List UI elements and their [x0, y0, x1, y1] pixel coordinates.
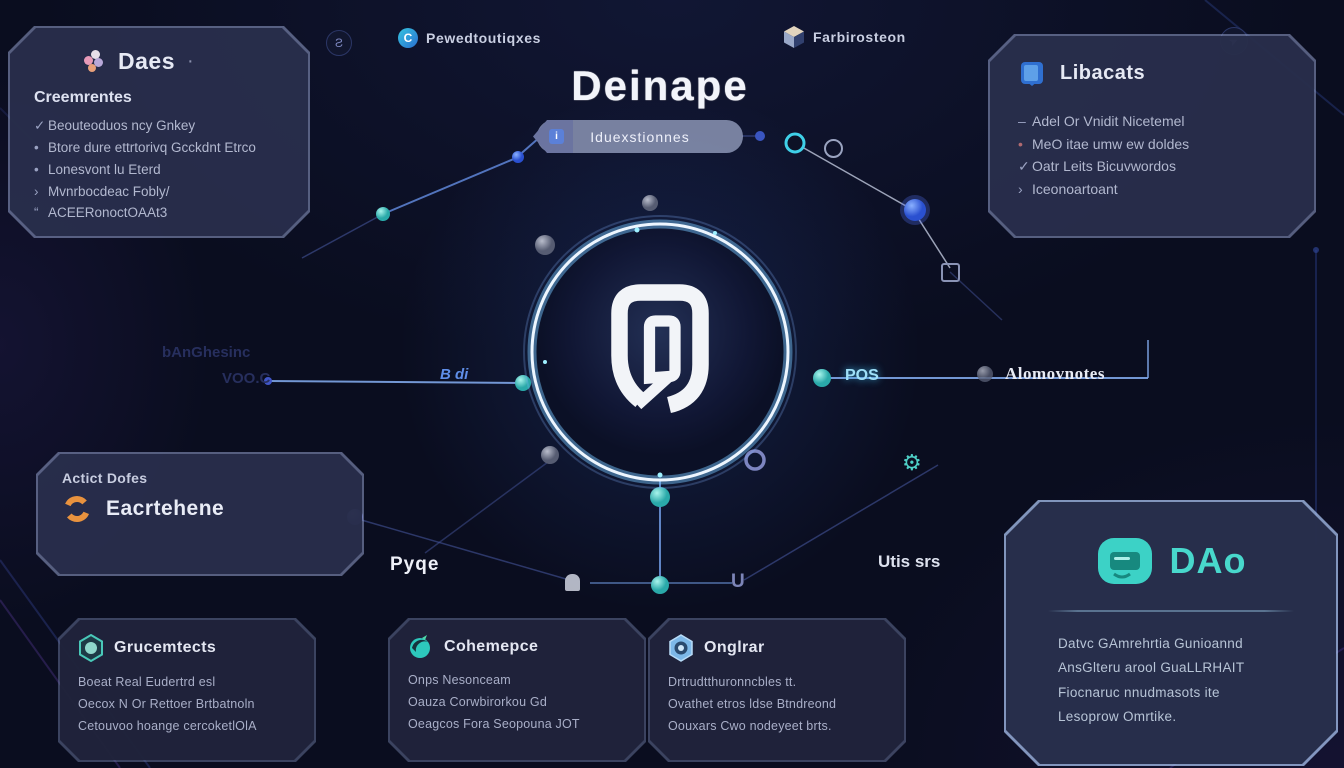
chain-icon: C	[398, 28, 418, 48]
chain-label: Pewedtoutiqxes	[426, 30, 541, 46]
faint-label-banghesinc: bAnGhesinc	[162, 344, 251, 361]
exchange-eyebrow: Actict Dofes	[62, 470, 148, 486]
list-item: •Btore dure ettrtorivq Gcckdnt Etrco	[34, 139, 256, 155]
list-item: ✓Beouteoduos ncy Gnkey	[34, 118, 196, 133]
dao-line: AnsGlteru arool GuaLLRHAIT	[1058, 660, 1245, 676]
grucem-line: Boeat Real Eudertrd esl	[78, 675, 216, 689]
s-badge-glyph: Ƨ	[334, 36, 343, 50]
grucem-title: Grucemtects	[114, 639, 217, 656]
dao-divider	[1048, 610, 1294, 612]
list-item: ›Iceonoartoant	[1018, 181, 1118, 198]
panel-exchange: Actict Dofes Eacrtehene	[36, 452, 364, 576]
daes-title-dot: ·	[186, 50, 194, 72]
panel-onglrar: Onglrar Drtrudtthuronncbles tt. Ovathet …	[648, 618, 906, 762]
cohem-line: Onps Nesonceam	[408, 673, 511, 687]
cohem-title: Cohemepce	[444, 638, 539, 655]
label-pos: POS	[845, 367, 879, 384]
exchange-title: Eacrtehene	[106, 497, 225, 520]
panel-dao: DAo Datvc GAmrehrtia Gunioannd AnsGlteru…	[1004, 500, 1338, 766]
label-utis: Utis srs	[878, 552, 941, 571]
dao-line: Datvc GAmrehrtia Gunioannd	[1058, 636, 1243, 651]
hub-logo-glyph	[611, 284, 709, 414]
s-badge[interactable]: Ƨ	[326, 30, 352, 56]
list-item: “ACEERonoctOAAt3	[34, 205, 168, 221]
panel-cohem: Cohemepce Onps Nesonceam Oauza Corwbiror…	[388, 618, 646, 762]
bird-icon	[408, 634, 434, 660]
onglrar-title: Onglrar	[704, 639, 765, 656]
chip-icon	[941, 263, 960, 282]
panel-libacats: Libacats –Adel Or Vnidit Nicetemel •MeO …	[988, 34, 1316, 238]
block-header-item: Farbirosteon	[784, 26, 906, 48]
dao-title: DAo	[1169, 540, 1247, 581]
cohem-line: Oauza Corwbirorkou Gd	[408, 694, 547, 709]
cohem-line: Oeagcos Fora Seopouna JOT	[408, 716, 580, 731]
label-b-di: B di	[440, 366, 469, 383]
list-item: ✓Oatr Leits Bicuvwordos	[1018, 158, 1176, 175]
chain-header-item: C Pewedtoutiqxes	[398, 28, 541, 48]
dao-line: Lesoprow Omrtike.	[1058, 708, 1177, 724]
info-icon: i	[549, 129, 564, 144]
compass-icon	[824, 139, 843, 158]
grucem-line: Oecox N Or Rettoer Brtbatnoln	[78, 696, 255, 711]
u-hook-icon: U	[731, 571, 745, 592]
label-pyqe: Pyqe	[390, 554, 440, 575]
onglrar-line: Drtrudtthuronncbles tt.	[668, 675, 797, 689]
panel-daes: Daes · Creemrentes ✓Beouteoduos ncy Gnke…	[8, 26, 310, 238]
block-label: Farbirosteon	[813, 29, 906, 45]
book-icon	[1018, 58, 1048, 88]
panel-libacats-title: Libacats	[1060, 61, 1146, 84]
onglrar-line: Ovathet etros ldse Btndreond	[668, 696, 837, 711]
pill-label: Iduexstionnes	[590, 128, 690, 145]
hexagon-orb-icon	[668, 634, 694, 662]
list-item: •MeO itae umw ew doldes	[1018, 135, 1190, 152]
identity-pill-button[interactable]: i Iduexstionnes	[533, 120, 743, 153]
page-title: Deinape	[571, 62, 749, 109]
label-alomovnotes: Alomovnotes	[1005, 364, 1105, 383]
onglrar-line: Oouxars Cwo nodeyeet brts.	[668, 718, 832, 733]
panel-daes-title: Daes	[118, 48, 175, 74]
exchange-hands-icon	[62, 494, 92, 524]
list-item: –Adel Or Vnidit Nicetemel	[1018, 113, 1185, 129]
ghost-icon	[565, 574, 580, 591]
hexagon-node-icon	[78, 634, 104, 662]
flower-icon	[82, 50, 106, 74]
central-hub	[515, 207, 805, 497]
dao-line: Fiocnaruc nnudmasots ite	[1058, 684, 1220, 700]
dao-wallet-icon	[1096, 534, 1154, 588]
gear-icon: ⚙	[902, 450, 922, 475]
panel-grucem: Grucemtects Boeat Real Eudertrd esl Oeco…	[58, 618, 316, 762]
grucem-line: Cetouvoo hoange cercoketlOlA	[78, 718, 257, 733]
list-item: ›Mvnrbocdeac Fobly/	[34, 183, 170, 199]
cube-icon	[784, 26, 804, 48]
faint-label-vooc: VOO.C	[222, 370, 271, 387]
list-item: •Lonesvont lu Eterd	[34, 161, 161, 177]
panel-daes-subtitle: Creemrentes	[34, 89, 132, 106]
